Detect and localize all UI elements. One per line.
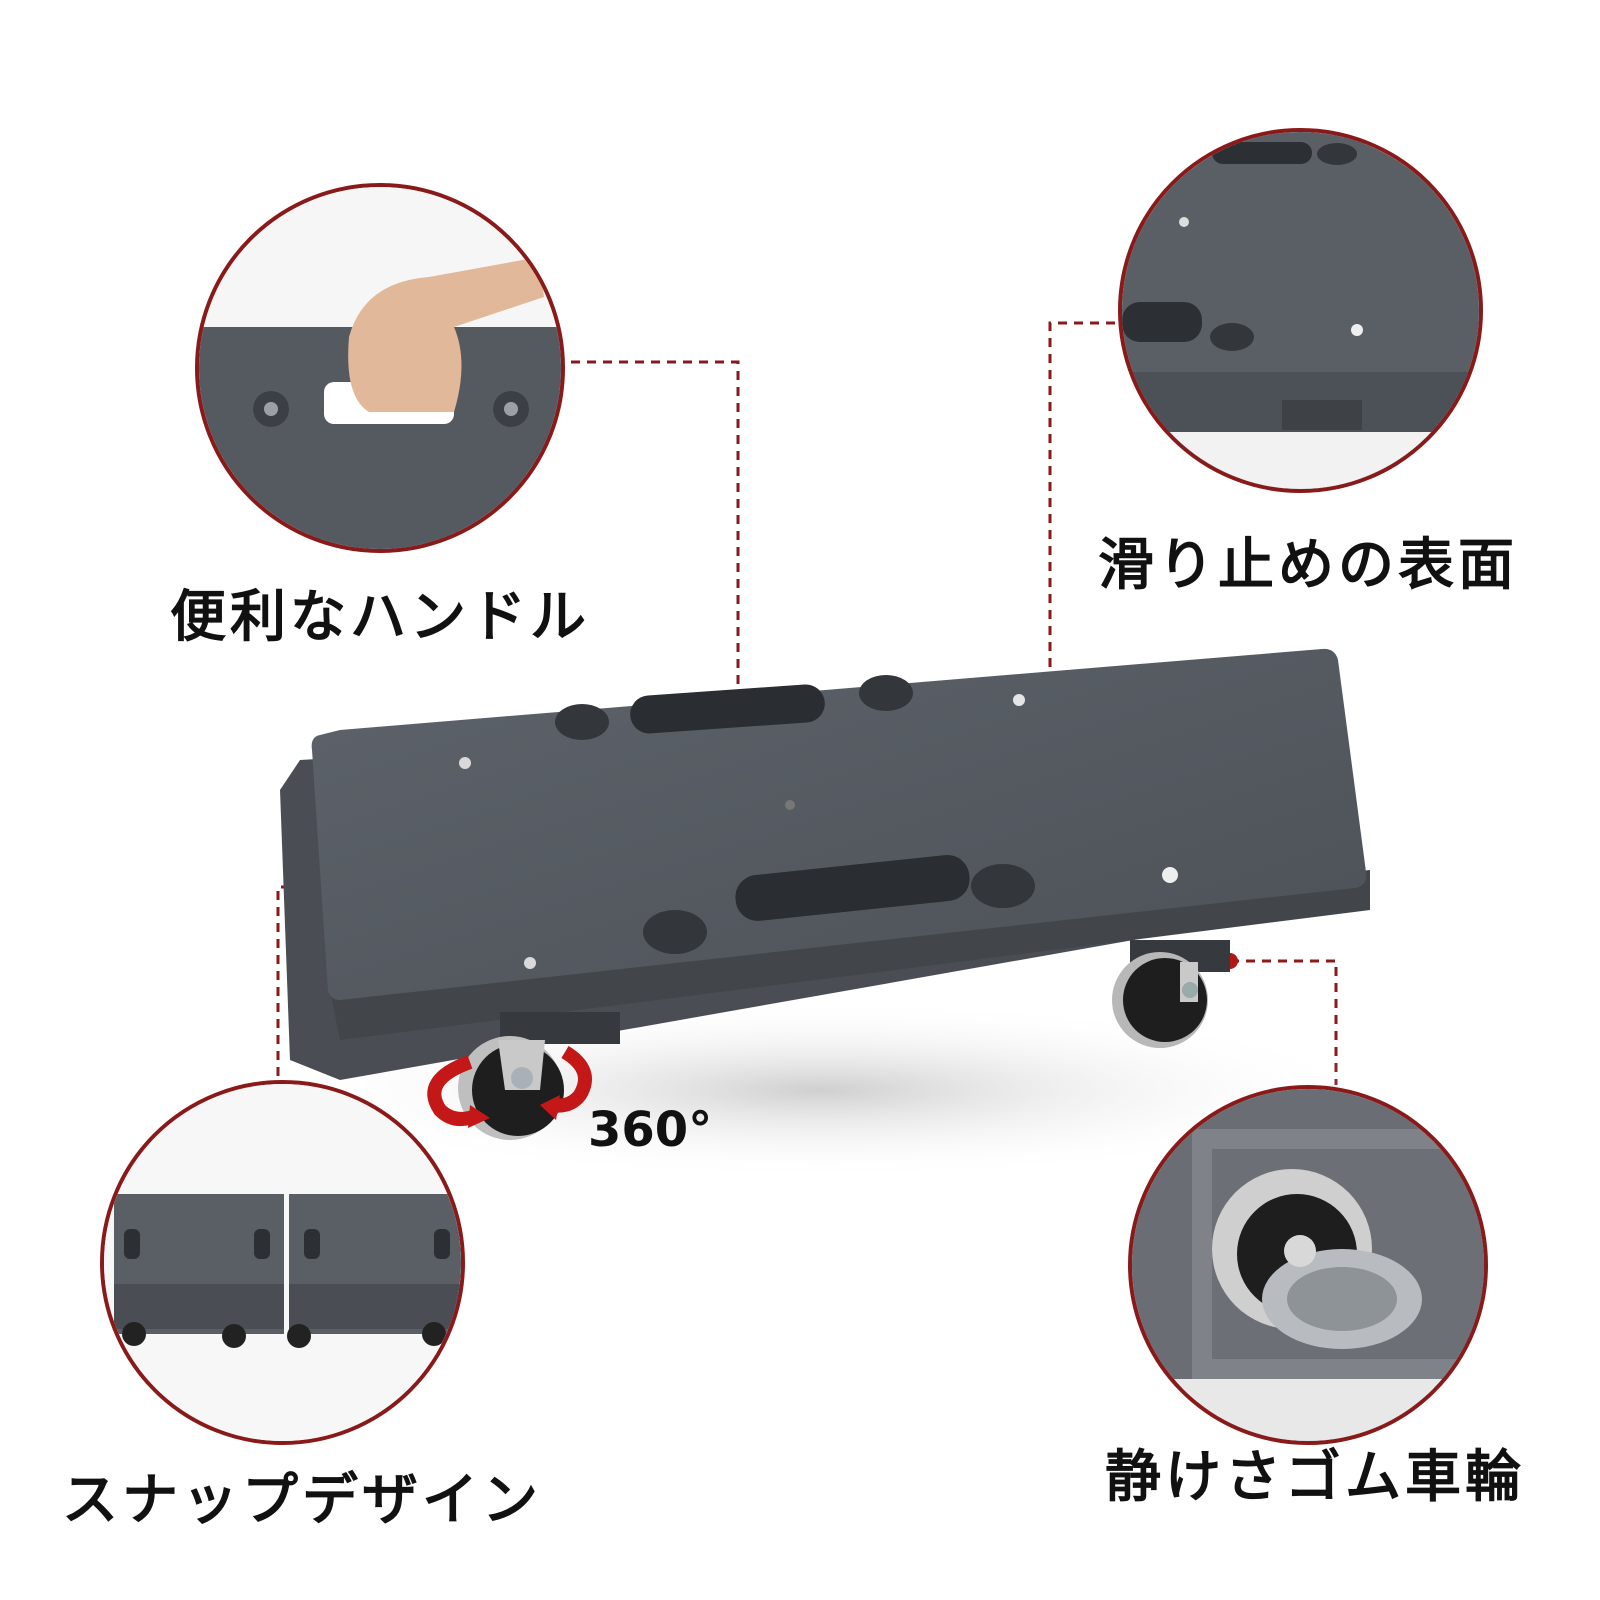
hand-icon — [348, 257, 544, 412]
snap-closeup-image — [104, 1084, 461, 1441]
snap-callout-circle — [100, 1080, 465, 1445]
snap-caption: スナップデザイン — [62, 1468, 542, 1533]
surface-closeup-image — [1122, 132, 1479, 489]
handle-callout-circle — [195, 183, 565, 553]
wheel-closeup-image — [1132, 1089, 1484, 1441]
surface-callout-circle — [1118, 128, 1483, 493]
rotate-arrow-right — [550, 1045, 592, 1113]
rotation-label: 360° — [588, 1102, 713, 1158]
handle-caption: 便利なハンドル — [170, 585, 590, 650]
rotate-arrow-left — [427, 1055, 481, 1126]
wheel-caption: 静けさゴム車輪 — [1105, 1445, 1525, 1510]
hand-on-handle-image — [199, 187, 561, 549]
wheel-callout-circle — [1128, 1085, 1488, 1445]
surface-caption: 滑り止めの表面 — [1098, 533, 1518, 598]
